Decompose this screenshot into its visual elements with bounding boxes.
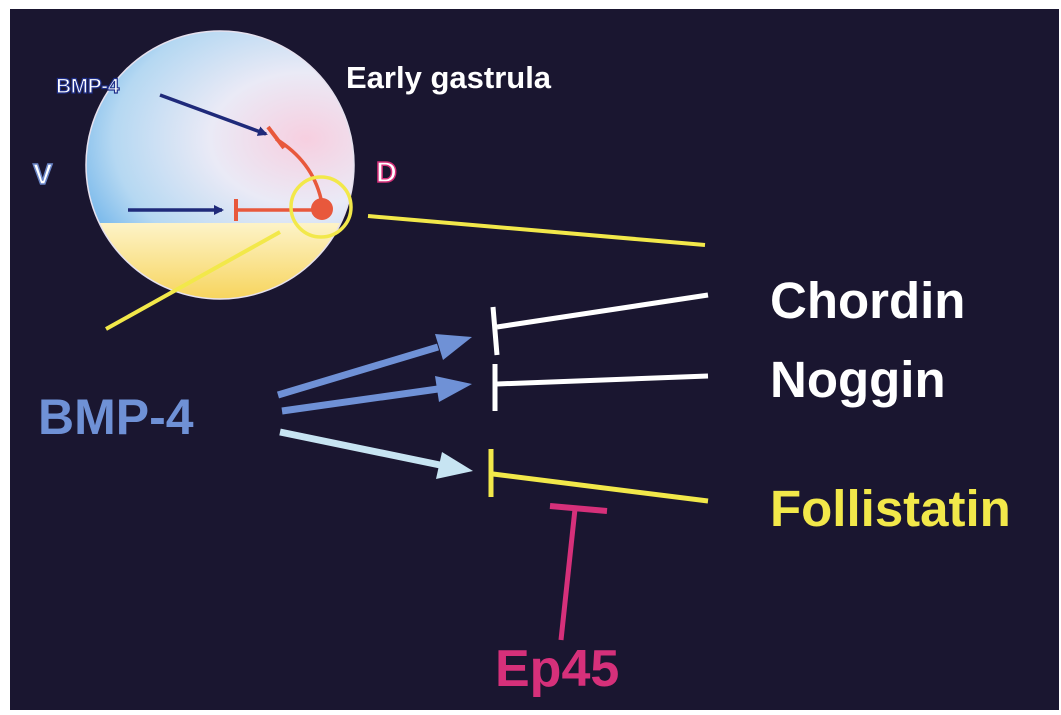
bmp-arrow-2 (282, 376, 472, 411)
embryo-bmp4-label: BMP-4 (56, 76, 119, 97)
bmp-arrow-3 (280, 432, 473, 479)
noggin-label: Noggin (770, 354, 946, 405)
embryo (80, 29, 370, 313)
diagram-slide: Early gastrula V D BMP-4 BMP-4 Chordin N… (10, 9, 1059, 710)
bmp4-label: BMP-4 (38, 392, 194, 442)
chordin-label: Chordin (770, 275, 965, 326)
ventral-label: V (33, 161, 52, 190)
follistatin-inhibition (491, 449, 708, 501)
ep45-inhibition (550, 506, 607, 640)
noggin-inhibition (495, 364, 708, 411)
callout-line-top (368, 216, 705, 245)
ep45-label: Ep45 (495, 643, 619, 695)
follistatin-label: Follistatin (770, 483, 1011, 534)
chordin-inhibition (493, 295, 708, 355)
dorsal-label: D (376, 159, 397, 188)
organizer-dot (311, 198, 333, 220)
stage-title: Early gastrula (346, 62, 551, 93)
